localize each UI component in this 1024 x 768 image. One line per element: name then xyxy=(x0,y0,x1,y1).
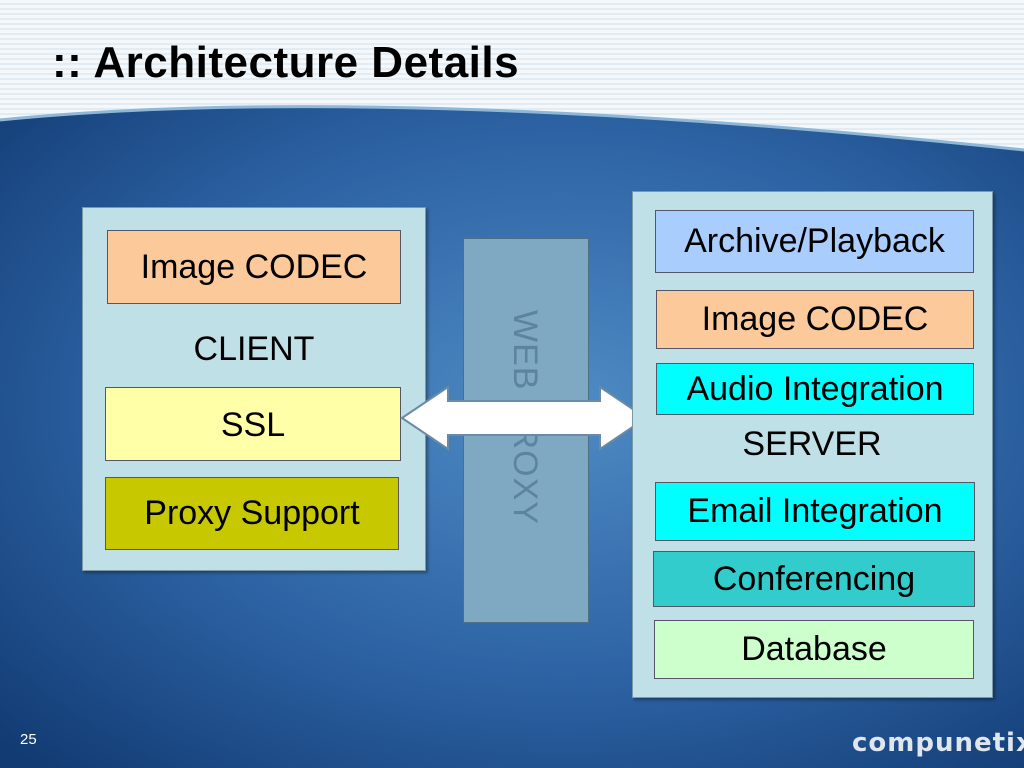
server-panel xyxy=(632,191,993,698)
client-image-codec-box: Image CODEC xyxy=(107,230,401,304)
server-conferencing-box: Conferencing xyxy=(653,551,975,607)
company-logo: compunetix xyxy=(852,728,1024,758)
server-label: SERVER xyxy=(742,425,882,463)
client-proxy-support-box: Proxy Support xyxy=(105,477,399,550)
client-ssl-box: SSL xyxy=(105,387,401,461)
client-label: CLIENT xyxy=(193,330,315,368)
server-database-box: Database xyxy=(654,620,974,679)
slide-title: :: Architecture Details xyxy=(52,38,520,87)
server-archive-playback-box: Archive/Playback xyxy=(655,210,974,273)
server-email-integration-box: Email Integration xyxy=(655,482,975,541)
page-number: 25 xyxy=(20,731,37,748)
bidirectional-arrow-icon xyxy=(400,385,648,451)
server-audio-integration-box: Audio Integration xyxy=(656,363,974,415)
server-image-codec-box: Image CODEC xyxy=(656,290,974,349)
